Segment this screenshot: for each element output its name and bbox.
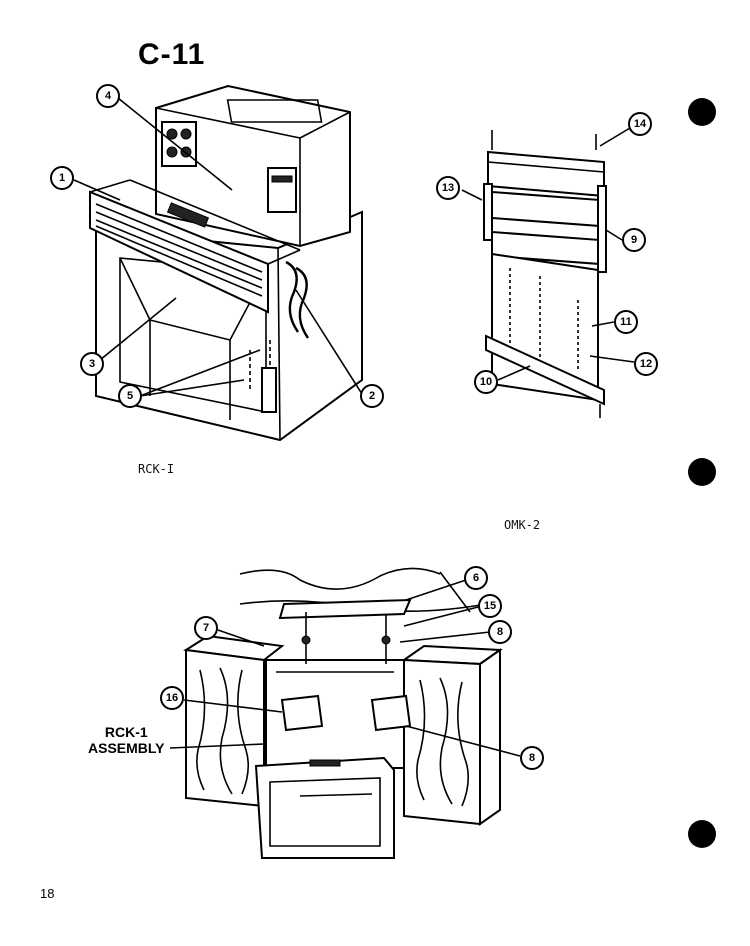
svg-text:8: 8: [529, 752, 535, 764]
svg-text:8: 8: [497, 626, 503, 638]
rck-assembly-line2: ASSEMBLY: [88, 740, 165, 756]
callout-8-lower: 8: [520, 746, 544, 770]
svg-text:15: 15: [484, 600, 496, 612]
callout-16: 16: [160, 686, 184, 710]
callout-14: 13: [436, 176, 460, 200]
callout-11: 10: [474, 370, 498, 394]
cabinet-assembly-figure: [169, 567, 521, 859]
svg-text:6: 6: [473, 572, 479, 584]
callout-10: 9: [622, 228, 646, 252]
callout-8-upper: 8: [488, 620, 512, 644]
punch-hole-bottom: [688, 820, 716, 848]
omk-figure-label: OMK-2: [504, 518, 541, 532]
svg-text:5: 5: [127, 390, 133, 402]
svg-text:7: 7: [203, 622, 209, 634]
callout-2: 2: [360, 384, 384, 408]
svg-text:16: 16: [166, 692, 178, 704]
rck-kit-figure: [73, 84, 363, 442]
callout-3: 3: [80, 352, 104, 376]
svg-text:2: 2: [369, 390, 375, 402]
punch-hole-middle: [688, 458, 716, 486]
callout-13: 12: [634, 352, 658, 376]
rck-assembly-label: RCK-1 ASSEMBLY: [88, 724, 165, 756]
page-title: C-11: [138, 38, 206, 71]
rck-assembly-line1: RCK-1: [104, 724, 148, 740]
svg-text:3: 3: [89, 358, 95, 370]
panel-slots: [509, 268, 579, 372]
punch-hole-top: [688, 98, 716, 126]
callout-1: 1: [50, 166, 74, 190]
svg-text:10: 10: [480, 376, 492, 388]
callout-15: 14: [628, 112, 652, 136]
svg-text:9: 9: [631, 234, 637, 246]
omk-kit-figure: [461, 127, 635, 418]
callout-6: 6: [464, 566, 488, 590]
wood-grain-right: [416, 677, 470, 807]
page-number: 18: [40, 886, 55, 901]
rck-figure-label: RCK-I: [138, 462, 175, 476]
wood-grain-left: [196, 667, 250, 795]
svg-text:1: 1: [59, 172, 65, 184]
svg-text:12: 12: [640, 358, 652, 370]
grille-louvers: [95, 203, 263, 297]
svg-text:11: 11: [620, 316, 632, 328]
svg-text:13: 13: [442, 182, 454, 194]
svg-text:14: 14: [634, 118, 647, 130]
callout-7: 7: [194, 616, 218, 640]
svg-text:4: 4: [105, 90, 112, 102]
callout-5: 5: [118, 384, 142, 408]
callout-9: 15: [478, 594, 502, 618]
callout-12: 11: [614, 310, 638, 334]
callout-4: 4: [96, 84, 120, 108]
